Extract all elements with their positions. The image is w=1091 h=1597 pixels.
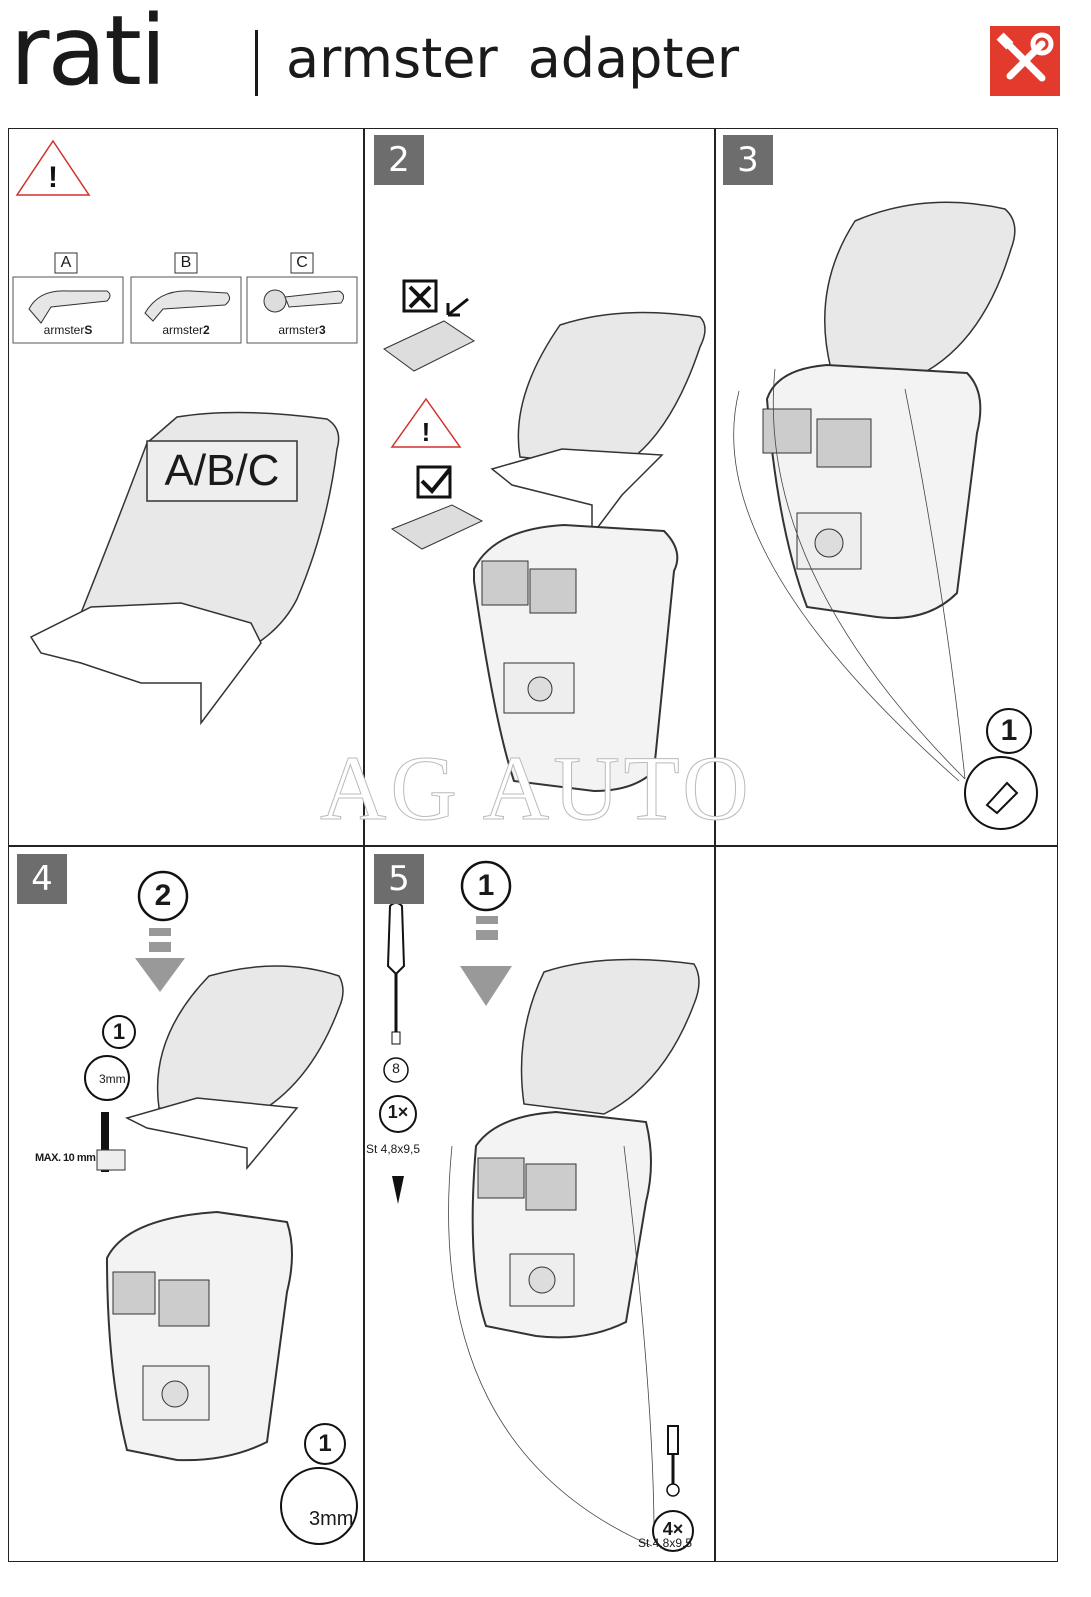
model-name-bold: S [84,323,93,337]
model-letter-c: C [296,254,308,271]
screwdriver-icon [386,902,406,1045]
callout-circle [102,1015,136,1049]
step-4-drill-callout: 1 [112,1019,126,1044]
screw-icon [392,1176,404,1204]
armrest-installed-illustration [733,201,1016,782]
screw-top-spec: St 4,8x9,5 [366,1142,421,1156]
grid-divider [9,845,1057,847]
wrong-cross-icon [402,279,469,317]
panel-6-empty [715,846,1059,1563]
warning-icon: ! [390,397,462,448]
model-name-light: armster [43,323,85,337]
model-name-bold: 2 [202,323,210,337]
model-name-b: armster2 [131,323,241,337]
model-name-a: armsterS [13,323,123,337]
bit-size-icon [383,1057,409,1083]
brand-logo: rati [10,0,167,107]
instruction-grid: ! [8,128,1058,1562]
panel-3: 3 1 [715,129,1059,845]
screwdriver-icon [667,1425,679,1486]
product-word-adapter: adapter [527,27,740,90]
armrest-drill-illustration [105,965,344,1462]
step-badge-5: 5 [374,854,424,904]
down-arrow-icon [460,916,512,1006]
panel-4: 4 2 1 3mm [9,846,363,1563]
max-depth-label: MAX. 10 mm [35,1152,96,1164]
armrest-illustration [29,411,340,726]
product-title: armster adapter [286,24,739,94]
hand-tighten-icon [964,756,1038,830]
armrest-adapter-illustration [473,311,706,793]
down-arrow-icon [135,928,185,992]
quantity-top-label: 1× [387,1102,409,1122]
model-letter-b: B [180,254,192,271]
panel-4-drawing [84,870,358,1545]
panel-2-drawing: ! [383,279,706,793]
header-divider [255,30,258,96]
bottom-size-label: 3mm [309,1508,354,1530]
drill-diameter-icon [84,1055,130,1101]
model-label-abc: A/B/C [164,446,280,495]
panel-2: 2 ! [364,129,714,845]
wrench-screwdriver-icon [990,26,1060,96]
callout-circle [460,860,512,912]
callout-circle [986,708,1032,754]
panel-3-drawing [733,201,1038,830]
model-box-a [12,252,124,344]
armrest-installed-illustration [448,958,700,1547]
bit-size-label: 8 [392,1060,400,1076]
drill-size-label: 3mm [99,1072,126,1086]
callout-circle [137,870,189,922]
step-badge-2: 2 [374,135,424,185]
quantity-circle [379,1095,417,1133]
step-5-arrow-callout: 1 [477,869,495,902]
panel-5: 5 [364,846,714,1563]
svg-text:!: ! [422,417,431,447]
header: rati armster adapter [0,0,1091,110]
model-name-light: armster [162,323,203,337]
svg-text:!: ! [48,161,58,194]
model-name-c: armster3 [247,323,357,337]
drill-diameter-icon [280,1467,358,1545]
step-4-bottom-callout: 1 [318,1430,332,1457]
model-name-light: armster [278,323,319,337]
screw-bottom-spec: St 4,8x9,5 [638,1536,693,1550]
quantity-bottom-label: 4× [662,1519,684,1539]
model-box-b [130,252,242,344]
step-3-callout: 1 [1000,714,1018,747]
warning-icon: ! [15,139,91,196]
panel-5-drawing [379,860,700,1552]
step-4-arrow-callout: 2 [154,879,172,912]
quantity-circle [652,1510,694,1552]
step-badge-3: 3 [723,135,773,185]
product-word-armster: armster [286,27,498,90]
callout-circle [304,1423,346,1465]
panel-1: ! [9,129,363,845]
panel-1-drawing: ! [12,139,358,726]
model-name-bold: 3 [318,323,326,337]
step-badge-4: 4 [17,854,67,904]
check-icon [416,465,452,499]
model-box-c [246,252,358,344]
watermark: AG AUTO [320,737,753,840]
model-letter-a: A [60,254,72,271]
phillips-head-icon [666,1483,680,1497]
